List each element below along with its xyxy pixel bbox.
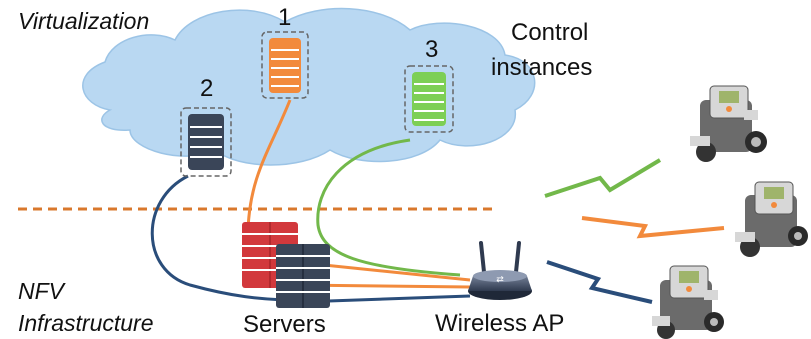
control-instance-1 (261, 31, 309, 99)
control-label-line2: instances (491, 54, 593, 81)
svg-text:⇄: ⇄ (496, 275, 504, 285)
instance-3-number: 3 (425, 36, 439, 63)
nfv-label: NFV (18, 278, 64, 304)
instance-2-number: 2 (200, 75, 214, 102)
link-instance-1 (246, 99, 292, 231)
server-rack-dark (276, 244, 330, 308)
wireless-link-green (544, 158, 662, 198)
servers-label: Servers (243, 311, 326, 338)
virtualization-cloud (82, 7, 536, 166)
robot-top-icon (690, 85, 767, 162)
robot-bottom-icon (652, 265, 724, 339)
wireless-ap-icon: ⇄ (468, 241, 532, 300)
wireless-link-navy (546, 260, 653, 304)
infrastructure-label: Infrastructure (18, 310, 154, 336)
wireless-ap-label: Wireless AP (435, 310, 565, 337)
link-instance-2 (150, 174, 301, 302)
control-instance-2 (180, 107, 232, 177)
robot-middle-icon (735, 181, 808, 257)
control-label-line1: Control (511, 19, 589, 46)
control-instance-3 (404, 65, 454, 133)
wireless-link-orange (581, 216, 725, 239)
virtualization-label: Virtualization (18, 8, 150, 34)
link-instance-3 (316, 138, 461, 277)
instance-1-number: 1 (278, 4, 292, 31)
